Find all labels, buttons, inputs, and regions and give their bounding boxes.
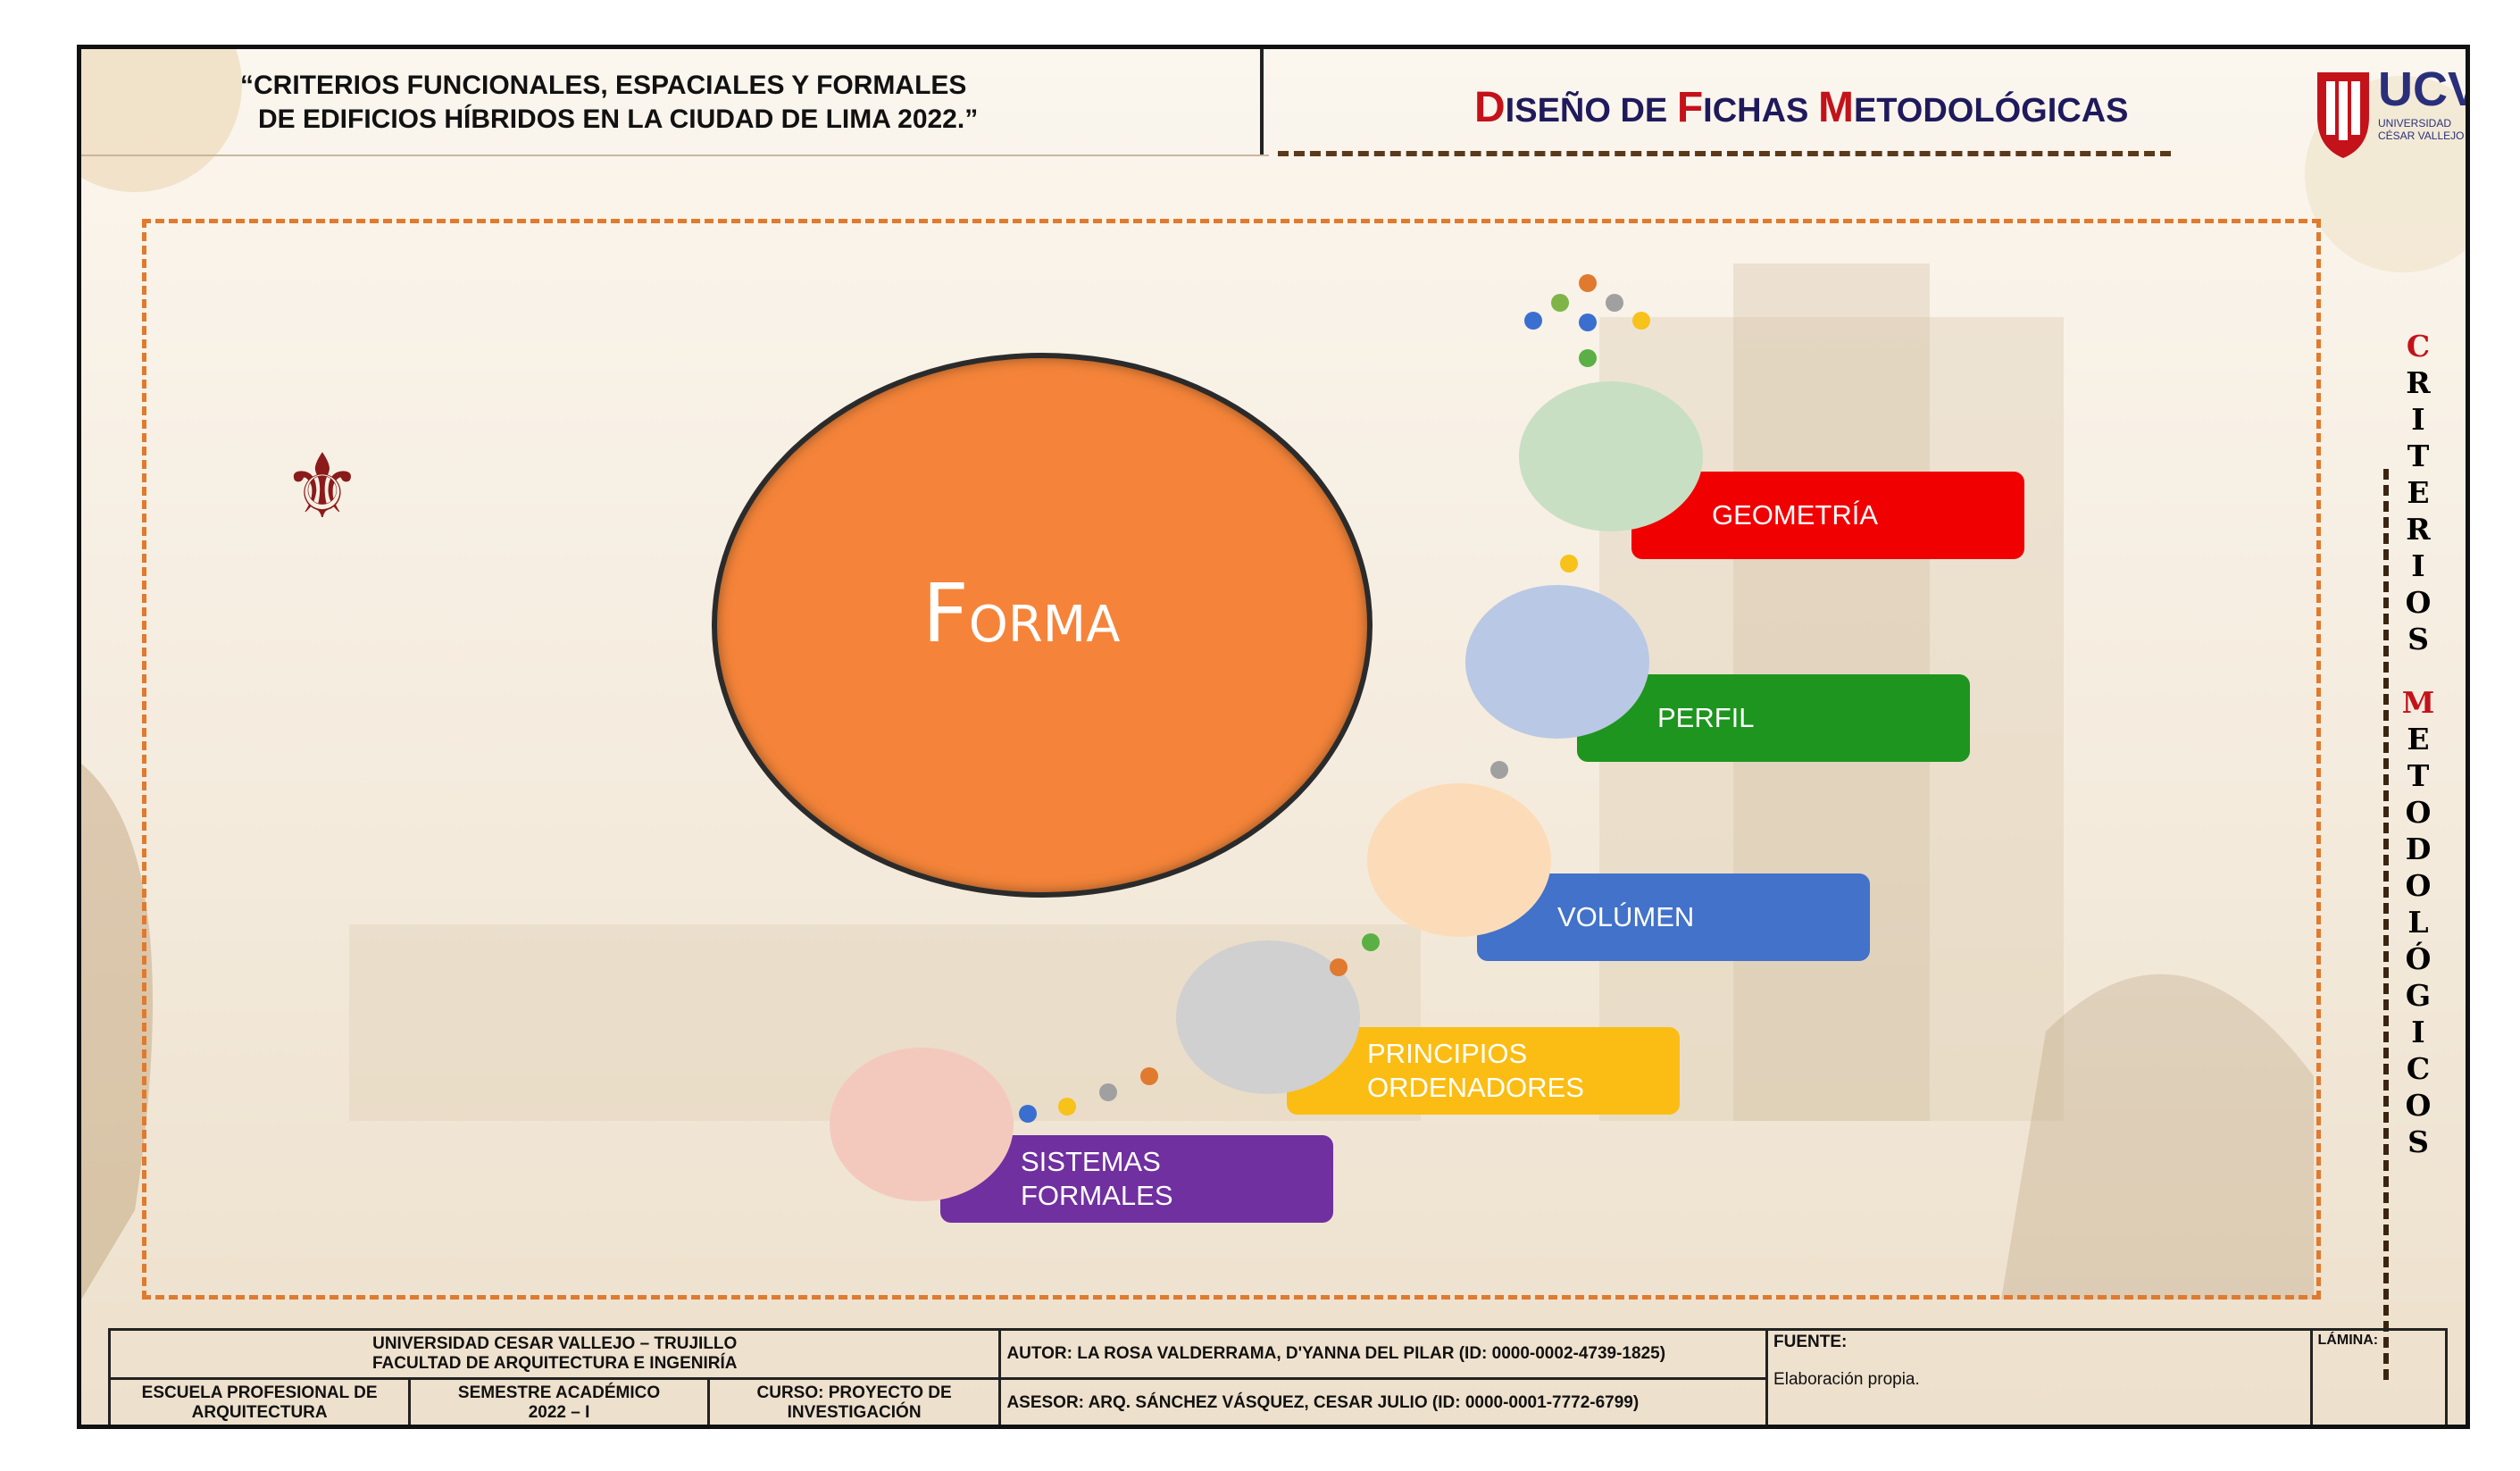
decor-dot <box>1019 1105 1037 1123</box>
doc-title-word3: ETODOLÓGICAS <box>1853 92 2129 130</box>
footer-source: FUENTE: Elaboración propia. <box>1765 1328 2313 1425</box>
side-letter: C <box>2406 329 2431 364</box>
doc-title-cap-m: M <box>1817 84 1854 131</box>
item-perfil-label: PERFIL <box>1657 702 1755 733</box>
footer-school-line1: ESCUELA PROFESIONAL DE <box>141 1383 378 1402</box>
decor-dot <box>1362 933 1380 951</box>
item-geometria-label: GEOMETRÍA <box>1712 499 1879 531</box>
ucv-logo-icon <box>2317 72 2369 158</box>
side-letter: S <box>2407 622 2429 656</box>
footer-university-line1: UNIVERSIDAD CESAR VALLEJO – TRUJILLO <box>372 1334 738 1353</box>
decor-dot <box>1524 312 1542 330</box>
decor-dot <box>1606 294 1623 312</box>
logo-sub-line2: CÉSAR VALLEJO <box>2378 130 2465 142</box>
footer-advisor: ASESOR: ARQ. SÁNCHEZ VÁSQUEZ, CESAR JULI… <box>998 1377 1769 1425</box>
doc-title-word2: ICHAS <box>1703 92 1818 130</box>
side-letter: C <box>2406 1051 2431 1086</box>
decor-dot <box>1579 274 1597 292</box>
item-sistemas-label-2: FORMALES <box>1021 1180 1173 1211</box>
item-volumen-bubble <box>1367 783 1551 937</box>
footer-course-line1: CURSO: PROYECTO DE <box>756 1383 952 1402</box>
research-title-line2: DE EDIFICIOS HÍBRIDOS EN LA CIUDAD DE LI… <box>258 104 979 134</box>
footer-course: CURSO: PROYECTO DE INVESTIGACIÓN <box>706 1377 1002 1425</box>
research-title-line1: “CRITERIOS FUNCIONALES, ESPACIALES Y FOR… <box>240 71 967 100</box>
footer-info-table: UNIVERSIDAD CESAR VALLEJO – TRUJILLO FAC… <box>107 1328 2449 1425</box>
side-letter: I <box>2411 402 2425 437</box>
side-letter: E <box>2407 475 2430 510</box>
logo-text: UCV <box>2378 63 2470 116</box>
side-letter: I <box>2411 1015 2425 1049</box>
decor-dot <box>1579 313 1597 331</box>
decor-dot <box>1140 1067 1158 1085</box>
side-letter: O <box>2405 795 2432 830</box>
side-letter: R <box>2406 365 2431 400</box>
decor-dot <box>1579 349 1597 367</box>
research-title: “CRITERIOS FUNCIONALES, ESPACIALES Y FOR… <box>240 69 1312 137</box>
item-geometria: GEOMETRÍA <box>1631 472 2024 559</box>
footer-university-line2: FACULTAD DE ARQUITECTURA E INGENIRÍA <box>371 1354 738 1373</box>
side-letter: Ó <box>2405 941 2432 976</box>
footer-semester: SEMESTRE ACADÉMICO 2022 – I <box>408 1377 710 1425</box>
side-letter: O <box>2405 585 2432 620</box>
footer-sheet-label: LÁMINA: <box>2309 1328 2449 1425</box>
forma-label: FORMA <box>922 567 1120 661</box>
side-letter: S <box>2407 1124 2429 1159</box>
footer-school-line2: ARQUITECTURA <box>191 1403 328 1422</box>
item-sistemas-label-1: SISTEMAS <box>1021 1146 1161 1177</box>
logo-subtitle: UNIVERSIDAD CÉSAR VALLEJO <box>2378 117 2464 142</box>
decor-dot <box>1058 1098 1076 1116</box>
side-vertical-text: C R I T E R I O S M E T O D O L Ó G I C … <box>2399 328 2438 1160</box>
side-letter: D <box>2405 832 2432 866</box>
decor-dot <box>1330 958 1348 976</box>
item-principios-bubble <box>1176 940 1360 1094</box>
title-dashed-underline <box>1278 151 2171 156</box>
footer-university: UNIVERSIDAD CESAR VALLEJO – TRUJILLO FAC… <box>107 1328 1002 1380</box>
side-letter: T <box>2407 758 2430 793</box>
footer-source-label: FUENTE: <box>1773 1333 1848 1351</box>
side-letter: T <box>2407 439 2430 473</box>
decor-dot <box>1632 312 1650 330</box>
side-letter: I <box>2411 548 2425 583</box>
item-volumen-label: VOLÚMEN <box>1557 901 1695 932</box>
footer-semester-line2: 2022 – I <box>528 1403 590 1422</box>
side-dashed-line <box>2383 469 2394 1380</box>
item-perfil-bubble <box>1465 585 1649 739</box>
item-sistemas-bubble <box>830 1048 1014 1201</box>
side-letter: E <box>2407 722 2430 756</box>
item-volumen: VOLÚMEN <box>1477 873 1870 961</box>
side-letter: R <box>2406 512 2431 547</box>
header-bottom-line <box>81 155 1269 156</box>
content-dashed-frame <box>142 219 2321 1300</box>
fleur-de-lis-icon: ⚜ <box>282 434 363 539</box>
decor-dot <box>1551 294 1569 312</box>
decor-dot <box>1490 761 1508 779</box>
footer-source-value: Elaboración propia. <box>1773 1370 1920 1389</box>
side-letter: G <box>2405 978 2432 1013</box>
side-letter: M <box>2401 685 2435 720</box>
sheet-frame: “CRITERIOS FUNCIONALES, ESPACIALES Y FOR… <box>77 45 2470 1429</box>
item-principios-label-2: ORDENADORES <box>1367 1072 1584 1103</box>
footer-semester-line1: SEMESTRE ACADÉMICO <box>457 1383 661 1402</box>
doc-title-cap-f: F <box>1676 84 1704 131</box>
forma-circle <box>712 353 1373 898</box>
doc-title-word1: ISEÑO DE <box>1505 92 1677 130</box>
item-principios-label-1: PRINCIPIOS <box>1367 1038 1528 1069</box>
header-divider <box>1260 49 1264 155</box>
side-letter: O <box>2405 1088 2432 1123</box>
footer-author: AUTOR: LA ROSA VALDERRAMA, D'YANNA DEL P… <box>998 1328 1769 1380</box>
side-letter: O <box>2405 868 2432 903</box>
logo-sub-line1: UNIVERSIDAD <box>2378 117 2452 130</box>
document-title: DISEÑO DE FICHAS METODOLÓGICAS <box>1474 83 2128 132</box>
forma-cap: F <box>922 567 969 661</box>
side-letter: L <box>2407 905 2429 940</box>
doc-title-cap-d: D <box>1474 84 1506 131</box>
decor-dot <box>1560 555 1578 573</box>
forma-rest: ORMA <box>968 596 1121 654</box>
footer-school: ESCUELA PROFESIONAL DE ARQUITECTURA <box>107 1377 412 1425</box>
item-geometria-bubble <box>1519 381 1703 531</box>
footer-course-line2: INVESTIGACIÓN <box>787 1403 922 1422</box>
decor-dot <box>1099 1083 1117 1101</box>
